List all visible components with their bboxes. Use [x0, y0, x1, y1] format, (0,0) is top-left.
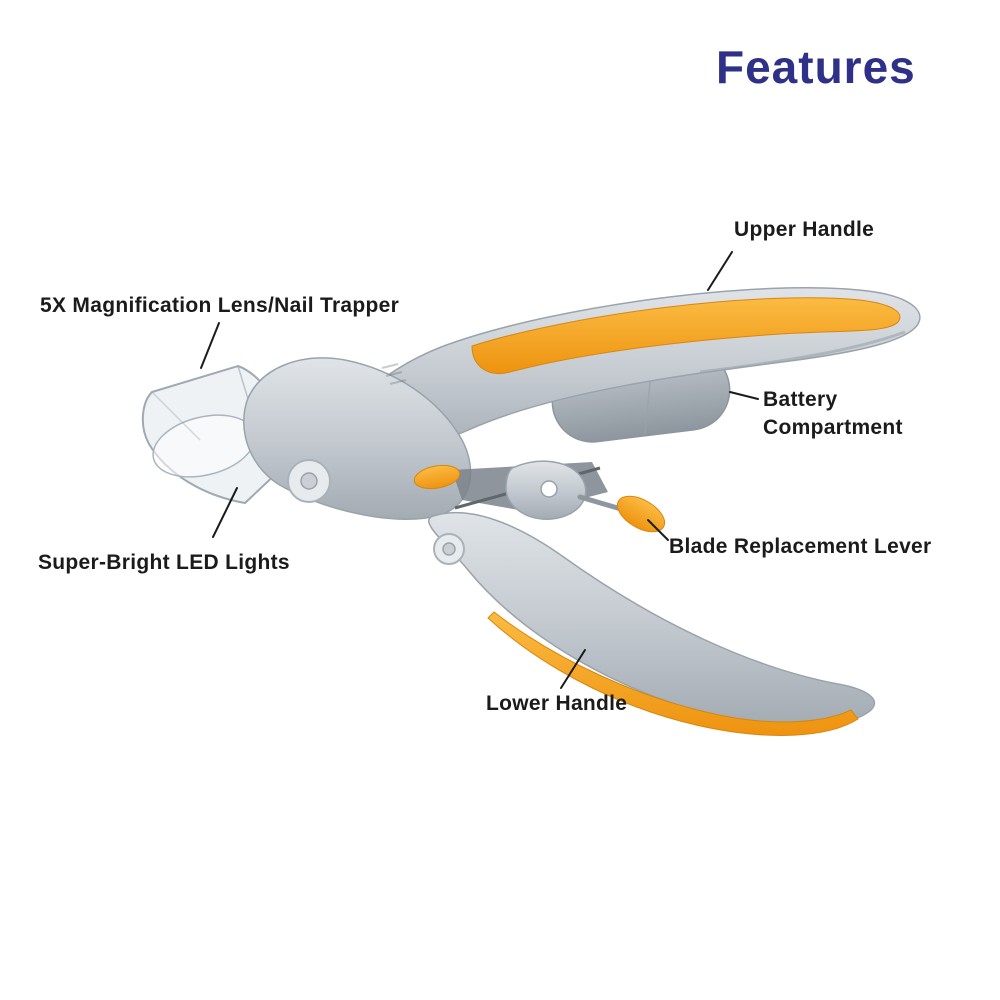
- label-blade-replacement-lever: Blade Replacement Lever: [669, 535, 932, 558]
- annotation-line-upper-handle: [707, 251, 733, 291]
- orange-button: [413, 464, 461, 490]
- blade-mechanism: [452, 460, 666, 533]
- annotation-line-battery-compartment: [729, 391, 759, 400]
- pivot-screw-main: [287, 459, 331, 503]
- pivot-screw-lower: [433, 533, 465, 565]
- annotation-line-magnification-lens: [200, 322, 220, 369]
- lower-handle-part: [428, 511, 876, 728]
- page-title: Features: [716, 41, 916, 93]
- body-markings: [381, 363, 407, 385]
- label-battery-compartment: Battery Compartment: [763, 388, 903, 439]
- label-lower-handle: Lower Handle: [486, 692, 628, 715]
- annotation-line-led-lights: [212, 487, 238, 538]
- label-led-lights: Super-Bright LED Lights: [38, 551, 290, 574]
- handle-seam: [699, 330, 906, 374]
- label-magnification-lens: 5X Magnification Lens/Nail Trapper: [40, 294, 400, 317]
- holder-hole: [540, 480, 558, 498]
- blade-lever-part: [616, 495, 666, 533]
- annotation-line-lower-handle: [560, 649, 586, 689]
- annotation-line-blade-lever: [647, 519, 669, 541]
- upper-handle-grip: [471, 297, 901, 374]
- lower-handle-grip: [487, 611, 859, 736]
- label-upper-handle: Upper Handle: [734, 218, 875, 241]
